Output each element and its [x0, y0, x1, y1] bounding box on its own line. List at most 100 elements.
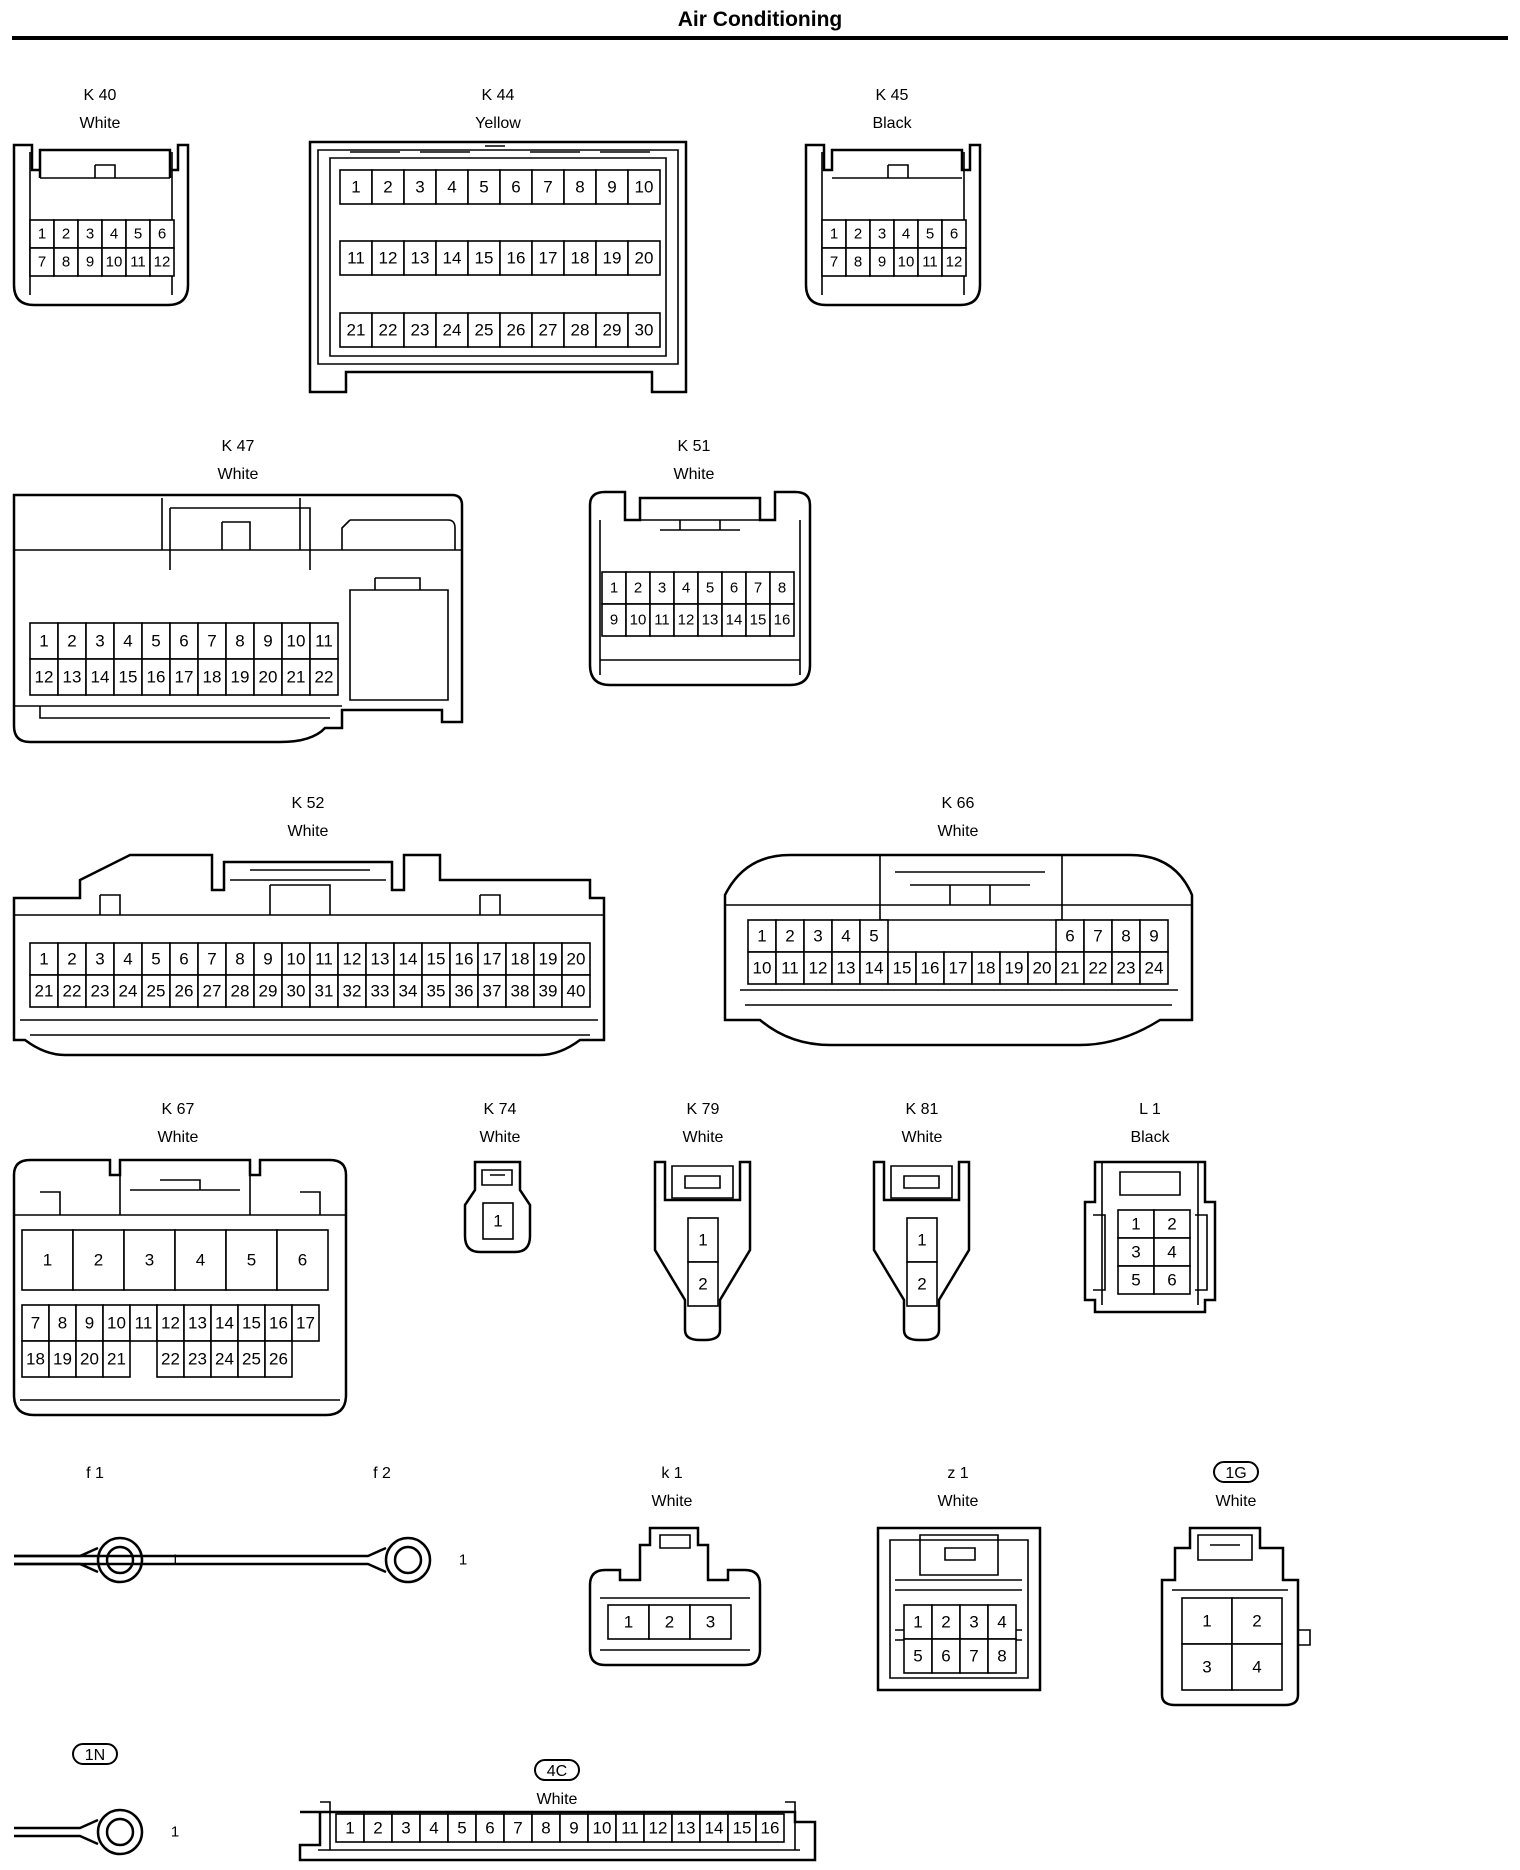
connector-id-label: K 81 [906, 1101, 939, 1118]
pin-label: 6 [511, 178, 520, 197]
pin-label: 3 [658, 580, 666, 597]
pin-cavity [29, 942, 59, 976]
pin-cavity [225, 1229, 278, 1291]
pin-label: 8 [1121, 927, 1130, 946]
pin-label: 3 [969, 1613, 978, 1632]
pin-cavity [57, 974, 87, 1008]
pin-label: 1 [1131, 1215, 1140, 1234]
pin-label: 17 [949, 959, 968, 978]
connector-housing [463, 1160, 532, 1254]
pin-label: 9 [878, 254, 886, 271]
pin-label: 6 [298, 1251, 307, 1270]
pin-label: 5 [1131, 1271, 1140, 1290]
pin-label: 4 [902, 226, 910, 243]
connector-color-label: White [938, 1493, 979, 1510]
pin-cavity [1181, 1597, 1233, 1645]
pin-label: 21 [35, 982, 54, 1001]
pin-label: 5 [926, 226, 934, 243]
pin-cavity [1231, 1643, 1283, 1691]
pin-label: 13 [677, 1819, 696, 1838]
pin-label: 1 [757, 927, 766, 946]
pin-label: 12 [649, 1819, 668, 1838]
pin-cavity [607, 1604, 650, 1640]
pin-cavity [563, 312, 597, 348]
pin-label: 27 [203, 982, 222, 1001]
pin-cavity [125, 219, 151, 249]
pin-label: 4 [447, 178, 456, 197]
connector-housing [653, 1160, 752, 1342]
pin-label: 23 [1117, 959, 1136, 978]
pin-label: 19 [539, 950, 558, 969]
pin-cavity [85, 942, 115, 976]
connector-housing [876, 1526, 1042, 1692]
pin-label: 39 [539, 982, 558, 1001]
pin-label: 16 [507, 249, 526, 268]
pin-cavity [403, 240, 437, 276]
pin-label: 7 [207, 632, 216, 651]
pin-cavity [264, 1340, 293, 1378]
pin-cavity [531, 1813, 561, 1843]
pin-label: 12 [343, 950, 362, 969]
pin-label: 18 [977, 959, 996, 978]
pin-label: 8 [997, 1647, 1006, 1666]
pin-label: 10 [630, 612, 647, 629]
pin-cavity [831, 919, 861, 953]
pin-label: 3 [1131, 1243, 1140, 1262]
pin-cavity [371, 169, 405, 205]
pin-label: 4 [123, 632, 132, 651]
pin-cavity [1153, 1209, 1191, 1239]
pin-cavity [48, 1340, 77, 1378]
terminal-wire [14, 1546, 99, 1574]
pin-cavity [687, 1217, 719, 1263]
pin-cavity [906, 1217, 938, 1263]
pin-label: 3 [401, 1819, 410, 1838]
pin-cavity [276, 1229, 329, 1291]
pin-label: 1 [459, 1552, 467, 1569]
pin-label: 38 [511, 982, 530, 1001]
connector-housing-detail [599, 519, 801, 675]
pin-label: 16 [455, 950, 474, 969]
connector-id-label: K 40 [84, 87, 117, 104]
pin-cavity [197, 658, 227, 696]
pin-cavity [859, 951, 889, 985]
pin-cavity [29, 247, 55, 277]
pin-label: 11 [621, 1819, 639, 1838]
pin-cavity [1153, 1237, 1191, 1267]
pin-label: 2 [373, 1819, 382, 1838]
pin-label: 21 [347, 321, 366, 340]
terminal-wire [14, 1818, 99, 1846]
pin-label: 8 [235, 950, 244, 969]
connector-id-label: K 67 [162, 1101, 195, 1118]
pin-label: 20 [635, 249, 654, 268]
pin-label: 24 [443, 321, 462, 340]
pin-label: 9 [607, 178, 616, 197]
pin-label: 2 [665, 1613, 674, 1632]
pin-label: 1 [1202, 1612, 1211, 1631]
connector-housing-detail [318, 1801, 800, 1851]
pin-label: 18 [571, 249, 590, 268]
pin-cavity [1231, 1597, 1283, 1645]
pin-cavity [903, 1638, 933, 1674]
pin-label: 14 [215, 1314, 234, 1333]
pin-label: 10 [753, 959, 772, 978]
connector-housing-detail [890, 1165, 953, 1199]
pin-label: 12 [678, 612, 695, 629]
pin-label: 11 [315, 950, 333, 969]
pin-cavity [821, 247, 847, 277]
pin-label: 9 [1149, 927, 1158, 946]
pin-label: 2 [785, 927, 794, 946]
pin-label: 25 [242, 1350, 261, 1369]
pin-label: 12 [379, 249, 398, 268]
pin-label: 31 [315, 982, 334, 1001]
pin-label: 2 [941, 1613, 950, 1632]
pin-cavity [309, 622, 339, 660]
pin-label: 8 [58, 1314, 67, 1333]
pin-cavity [113, 622, 143, 660]
pin-cavity [174, 1229, 227, 1291]
connector-id-label: f 2 [373, 1465, 391, 1482]
